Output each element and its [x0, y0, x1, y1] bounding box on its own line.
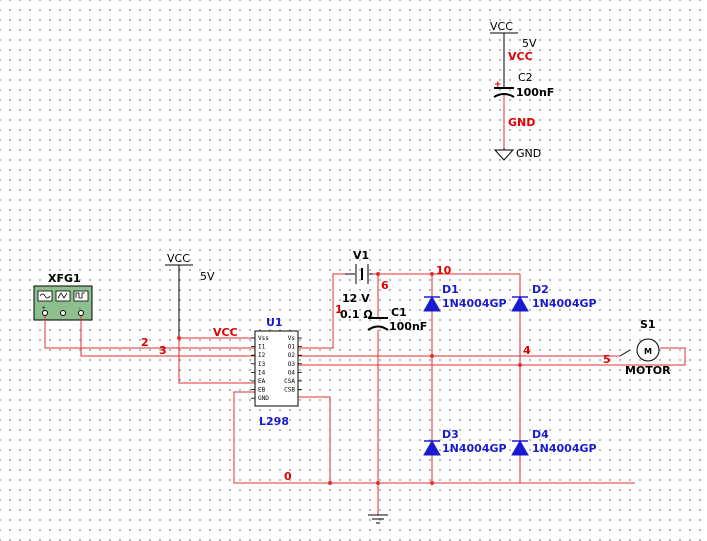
c2-ref: C2 — [518, 71, 533, 84]
c1-plate-bottom — [367, 325, 389, 331]
vcc-c2-decoupling[interactable]: VCC 5V VCC + C2 100nF GND GND — [490, 20, 554, 161]
wire-net2 — [44, 316, 255, 349]
xfg1-pin-plus[interactable] — [42, 310, 48, 316]
battery-v1[interactable]: V1 12 V 0.1 Ω — [340, 249, 373, 321]
c2-value: 100nF — [516, 86, 554, 99]
motor-symbol: M — [644, 347, 652, 356]
d4-symbol — [511, 439, 529, 456]
vcc-net-u1: VCC — [213, 326, 238, 339]
net-label-1: 1 — [335, 303, 343, 316]
function-generator-xfg1[interactable]: XFG1 + - — [33, 272, 93, 321]
u1-pin-label-csb: CSB — [284, 387, 295, 394]
u1-pin-label-i3: I3 — [258, 361, 266, 368]
u1-pin-label-i1: I1 — [258, 344, 266, 351]
xfg1-pin-plus-label: + — [42, 305, 46, 312]
diode-d4[interactable]: D4 1N4004GP — [511, 428, 597, 456]
vcc-net-top: VCC — [508, 50, 533, 63]
c2-plate-bottom — [493, 93, 515, 98]
net-label-4: 4 — [523, 344, 531, 357]
v1-ref: V1 — [353, 249, 369, 262]
net-label-3: 3 — [159, 344, 167, 357]
vcc-source-2[interactable]: VCC 5V — [165, 252, 215, 338]
vcc-label-top: VCC — [490, 20, 513, 33]
motor-s1[interactable]: S1 M MOTOR — [619, 318, 671, 377]
d2-ref: D2 — [532, 283, 549, 296]
d2-symbol — [511, 295, 529, 312]
gnd-net-label: GND — [508, 116, 535, 129]
u1-pin-label-eb: EB — [258, 387, 266, 394]
vcc2-voltage: 5V — [200, 270, 215, 283]
u1-pin-label-ea: EA — [258, 378, 266, 385]
u1-pin-label-csa: CSA — [284, 378, 295, 385]
u1-pin-label-i2: I2 — [258, 352, 266, 359]
xfg1-ref: XFG1 — [48, 272, 81, 285]
net-label-6: 6 — [381, 279, 389, 292]
u1-ref: U1 — [266, 316, 283, 329]
u1-pin-label-i4: I4 — [258, 369, 266, 376]
square-wave-icon — [73, 290, 89, 302]
d3-symbol — [423, 439, 441, 456]
xfg1-pin-minus[interactable] — [78, 310, 84, 316]
u1-pin-label-vss: Vss — [258, 335, 269, 342]
u1-part: L298 — [259, 415, 289, 428]
d2-part: 1N4004GP — [532, 297, 597, 310]
u1-pin-label-vs: Vs — [288, 335, 296, 342]
c1-value: 100nF — [389, 320, 427, 333]
v1-resistance: 0.1 Ω — [340, 308, 373, 321]
gnd-symbol-top — [493, 149, 515, 161]
u1-pin-label-o2: O2 — [288, 352, 296, 359]
wire-vcc-ea — [178, 338, 255, 384]
net-label-0: 0 — [284, 470, 292, 483]
xfg1-pin-com[interactable] — [60, 310, 66, 316]
u1-pin-label-o1: O1 — [288, 344, 296, 351]
diode-d1[interactable]: D1 1N4004GP — [423, 283, 507, 312]
d3-ref: D3 — [442, 428, 459, 441]
v1-voltage: 12 V — [342, 292, 370, 305]
d4-ref: D4 — [532, 428, 549, 441]
ground-symbol-bottom[interactable] — [368, 514, 388, 524]
motor-body — [636, 338, 660, 362]
u1-pin-label-gnd: GND — [258, 395, 269, 402]
wire-net0-left — [233, 391, 635, 484]
c2-polarity-mark: + — [494, 80, 502, 90]
diode-d3[interactable]: D3 1N4004GP — [423, 428, 507, 456]
diode-d2[interactable]: D2 1N4004GP — [511, 283, 597, 312]
u1-body — [254, 330, 299, 407]
net-label-2: 2 — [141, 336, 149, 349]
wire-net3 — [80, 316, 255, 357]
motor-ref: S1 — [640, 318, 656, 331]
d4-part: 1N4004GP — [532, 442, 597, 455]
gnd-label-top: GND — [516, 147, 541, 160]
wire-net5 — [298, 347, 686, 366]
junction-dots — [177, 272, 522, 485]
d1-symbol — [423, 295, 441, 312]
d1-part: 1N4004GP — [442, 297, 507, 310]
vcc-voltage-top: 5V — [522, 37, 537, 50]
net-label-10: 10 — [436, 264, 452, 277]
net-labels: 2 3 0 1 6 10 4 5 VCC — [141, 264, 611, 483]
vcc2-label: VCC — [167, 252, 190, 265]
wire-csb-gnd — [298, 396, 331, 483]
u1-pin-label-o3: O3 — [288, 361, 296, 368]
motor-label: MOTOR — [625, 364, 671, 377]
d3-part: 1N4004GP — [442, 442, 507, 455]
c1-ref: C1 — [391, 306, 407, 319]
wire-net1 — [298, 273, 345, 349]
u1-pin-label-o4: O4 — [288, 369, 296, 376]
net-label-5: 5 — [603, 353, 611, 366]
d1-ref: D1 — [442, 283, 459, 296]
capacitor-c1[interactable]: C1 100nF — [367, 306, 427, 333]
xfg1-pin-minus-label: - — [78, 305, 82, 312]
